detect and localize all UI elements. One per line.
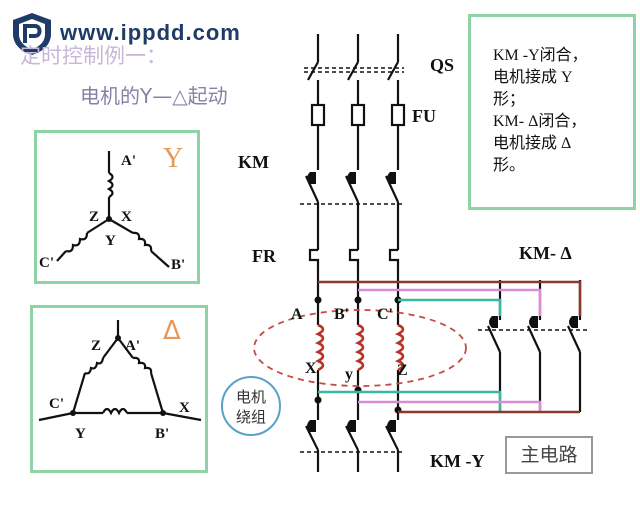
diagram-title: 定时控制例一： <box>20 44 167 68</box>
info-line-2: 电机接成 Y <box>493 69 573 86</box>
y-terminal-b: B' <box>171 257 186 273</box>
shield-logo-icon <box>13 13 51 55</box>
delta-terminal-x: X <box>179 400 190 416</box>
y-terminal-x: X <box>121 209 132 225</box>
info-line-3: 形； <box>493 91 526 108</box>
winding-terminal-c: C' <box>377 306 393 323</box>
delta-terminal-c: C' <box>49 396 64 412</box>
y-terminal-a: A' <box>121 153 136 169</box>
info-line-1: KM -Y闭合， <box>493 47 588 64</box>
label-km-y: KM -Y <box>430 451 485 471</box>
delta-terminal-z: Z <box>91 338 102 354</box>
label-fu: FU <box>412 106 436 126</box>
y-connection-diagram <box>56 151 170 268</box>
info-line-6: 形。 <box>493 157 526 174</box>
winding-terminal-y: y <box>345 366 353 383</box>
info-line-5: 电机接成 Δ <box>493 135 572 152</box>
callout-line-2: 绕组 <box>235 408 266 426</box>
delta-connection-diagram <box>38 320 202 422</box>
winding-terminal-b: B' <box>334 306 350 323</box>
y-connection-panel: A' Z X Y C' B' Y <box>34 130 200 284</box>
label-fr: FR <box>252 246 276 266</box>
callout-line-1: 电机 <box>235 388 266 406</box>
delta-terminal-b: B' <box>155 426 170 442</box>
logo-text: www.ippdd.com <box>60 20 241 45</box>
label-km: KM <box>238 152 269 172</box>
y-terminal-z: Z <box>89 209 100 225</box>
label-km-delta: KM- Δ <box>519 243 572 263</box>
winding-terminal-z: Z <box>397 362 408 379</box>
diagram-subtitle: 电机的Y—△起动 <box>80 84 228 108</box>
label-qs: QS <box>430 55 455 75</box>
delta-terminal-y: Y <box>75 426 86 442</box>
motor-winding-callout: 电机 绕组 <box>221 376 281 436</box>
y-terminal-c: C' <box>39 255 54 271</box>
info-line-4: KM- Δ闭合， <box>493 113 587 130</box>
delta-connection-panel: Z A' C' X Y B' Δ <box>30 305 208 473</box>
winding-terminal-x: X <box>305 360 317 377</box>
delta-symbol: Δ <box>163 316 181 346</box>
winding-terminal-a: A <box>291 306 303 323</box>
main-circuit-label: 主电路 <box>505 436 593 474</box>
y-terminal-y: Y <box>105 233 116 249</box>
info-box: KM -Y闭合， 电机接成 Y 形； KM- Δ闭合， 电机接成 Δ 形。 <box>468 14 636 210</box>
y-symbol: Y <box>163 143 184 174</box>
delta-terminal-a: A' <box>125 338 140 354</box>
